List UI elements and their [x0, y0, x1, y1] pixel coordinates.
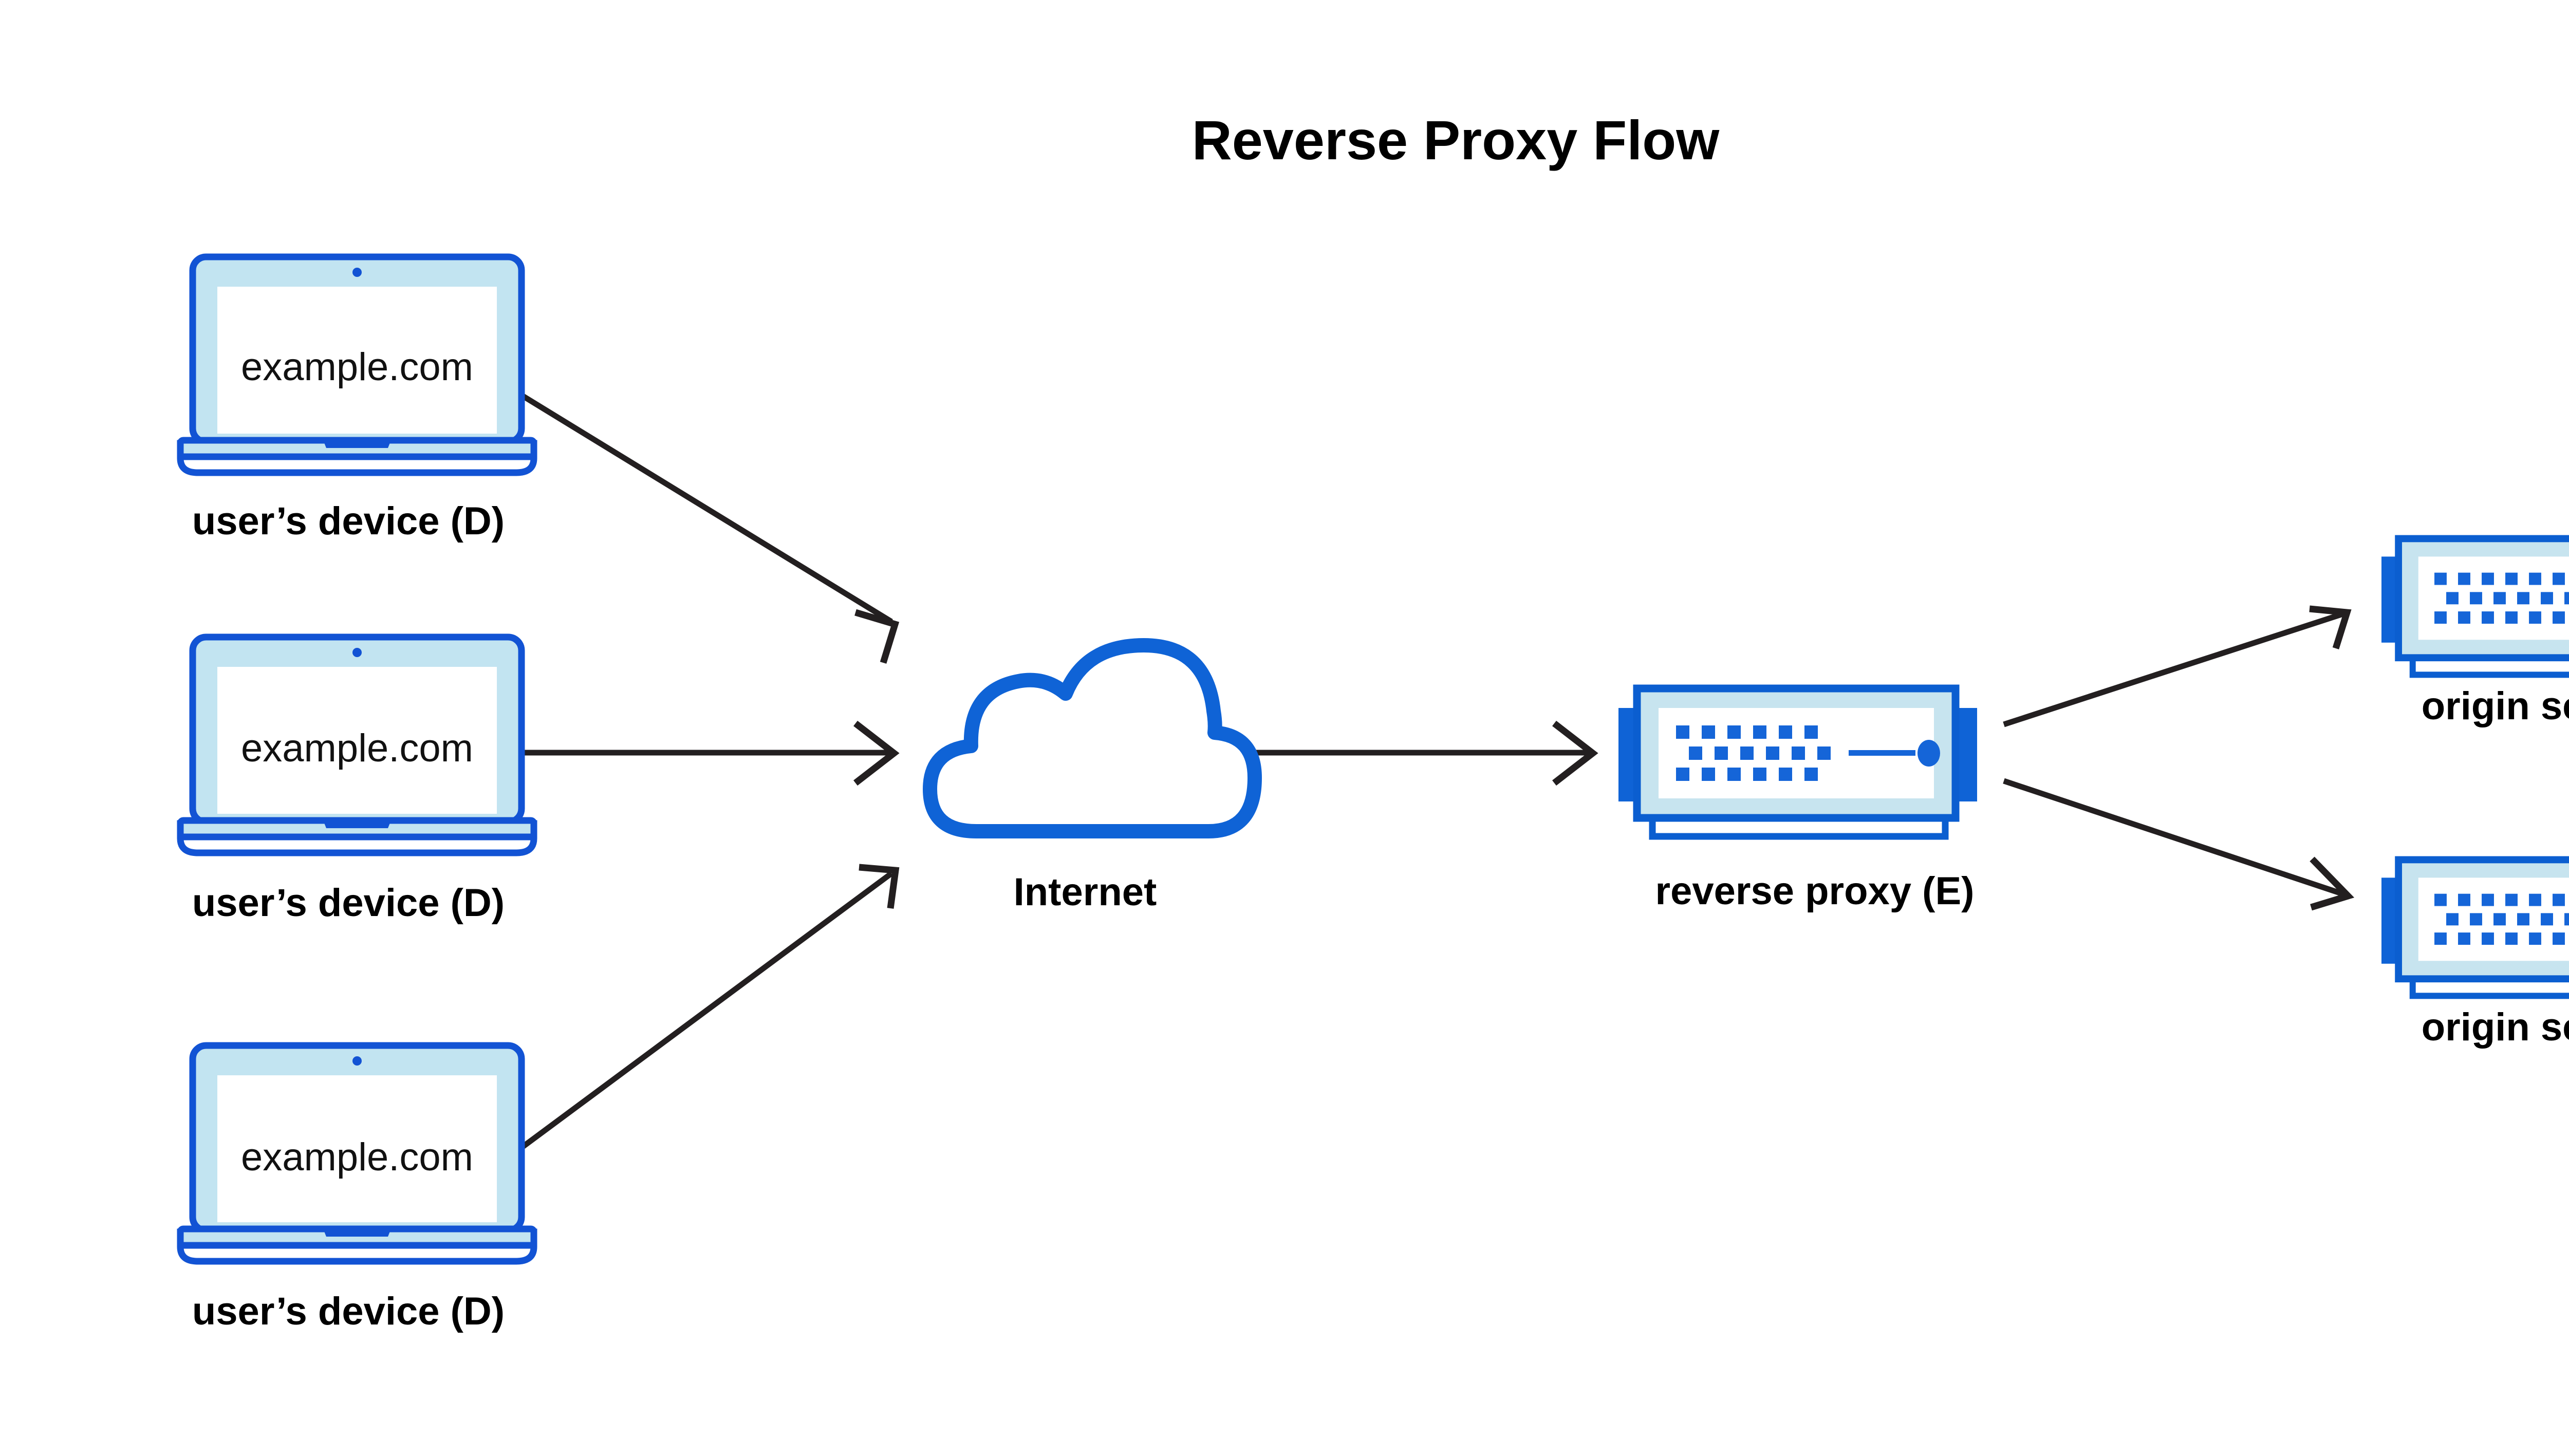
node-device-1[interactable]: example.com user’s device (D): [180, 257, 534, 543]
connectors: [512, 388, 2355, 1156]
edge-device2-to-internet: [514, 720, 900, 786]
server-icon: [1618, 688, 1977, 836]
page-title: Reverse Proxy Flow: [1192, 109, 1720, 171]
node-device-2[interactable]: example.com user’s device (D): [180, 637, 534, 925]
laptop-screen-url: example.com: [241, 345, 473, 389]
node-label-internet: Internet: [1014, 870, 1157, 914]
edge-device3-to-internet: [512, 864, 900, 1156]
node-label-device-3: user’s device (D): [192, 1290, 505, 1333]
node-label-reverse-proxy: reverse proxy (E): [1655, 869, 1975, 913]
edge-internet-to-proxy: [1231, 720, 1598, 786]
server-icon: [2381, 860, 2569, 996]
node-reverse-proxy[interactable]: reverse proxy (E): [1618, 688, 1977, 913]
laptop-screen-url: example.com: [241, 1135, 473, 1179]
node-origin-1[interactable]: origin server (F): [2381, 538, 2569, 728]
laptop-screen-url: example.com: [241, 726, 473, 770]
node-origin-2[interactable]: origin server (F): [2381, 860, 2569, 1049]
node-label-device-1: user’s device (D): [192, 499, 505, 543]
node-device-3[interactable]: example.com user’s device (D): [180, 1046, 534, 1333]
cloud-icon: [930, 645, 1255, 831]
edge-proxy-to-origin1: [2003, 605, 2352, 727]
server-icon: [2381, 538, 2569, 675]
node-internet[interactable]: Internet: [930, 645, 1255, 914]
node-label-origin-2: origin server (F): [2422, 1005, 2569, 1049]
node-label-device-2: user’s device (D): [192, 881, 505, 925]
edge-device1-to-internet: [512, 388, 900, 664]
node-label-origin-1: origin server (F): [2422, 684, 2569, 728]
edge-proxy-to-origin2: [2003, 778, 2355, 911]
